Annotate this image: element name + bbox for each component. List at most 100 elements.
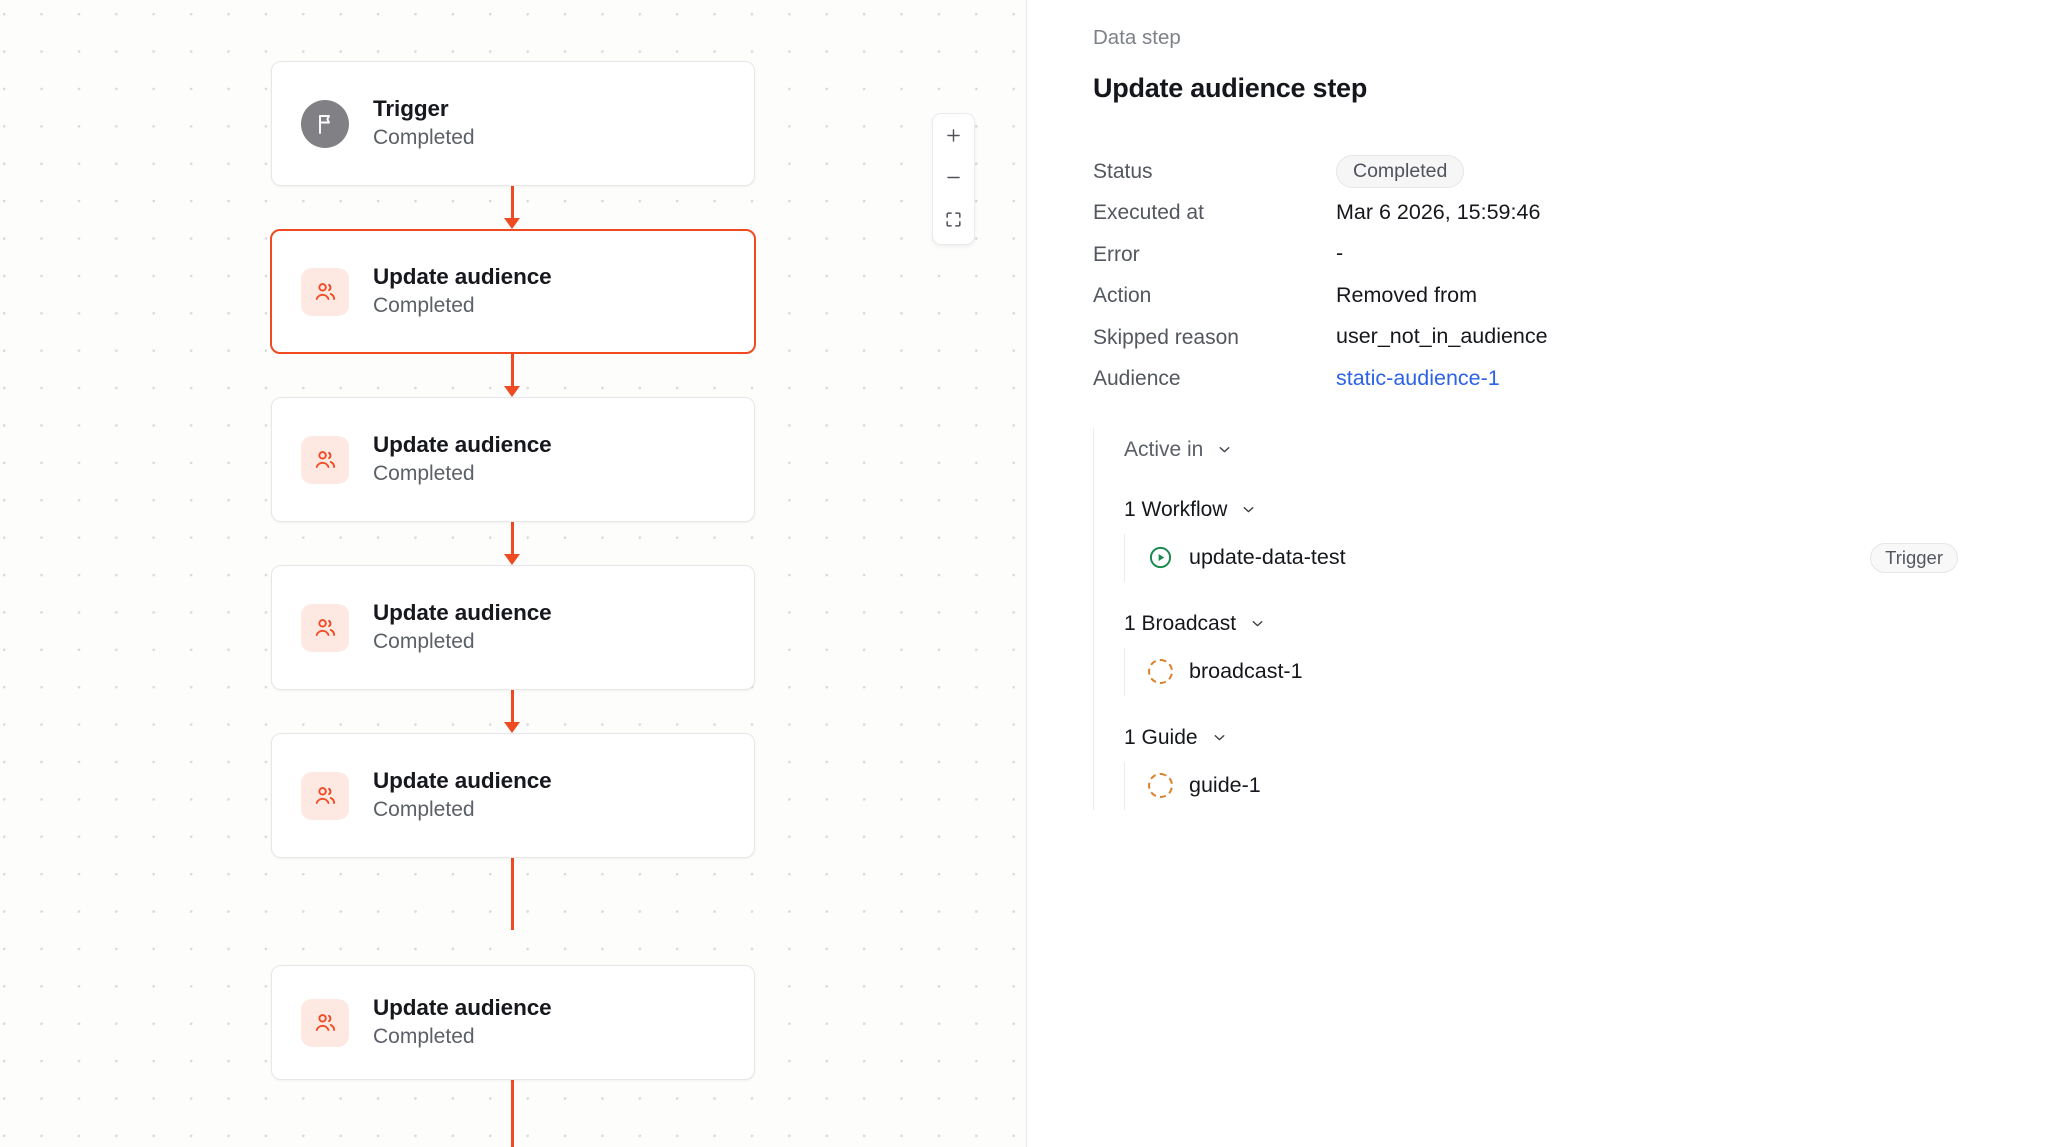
panel-divider — [1026, 0, 1027, 1147]
group-workflow: 1 Workflow — [1124, 494, 2008, 582]
panel-eyebrow: Data step — [1093, 26, 1181, 49]
group-workflow-toggle[interactable]: 1 Workflow — [1124, 494, 2008, 526]
play-circle-icon — [1148, 545, 1173, 570]
detail-value: Mar 6 2026, 15:59:46 — [1336, 199, 1541, 224]
chevron-down-icon — [1249, 615, 1266, 632]
node-title: Update audience — [373, 995, 552, 1021]
group-label: 1 Broadcast — [1124, 611, 1237, 635]
active-in-section: Active in 1 Workflow — [1093, 427, 2008, 810]
detail-row-error: Error - — [1093, 234, 2008, 276]
node-icon-wrap — [301, 99, 349, 148]
workflow-node-update-audience-3[interactable]: Update audience Completed — [271, 565, 755, 690]
node-text: Update audience Completed — [373, 264, 552, 318]
node-status: Completed — [373, 798, 475, 822]
node-icon-wrap — [301, 267, 349, 316]
flag-icon — [301, 99, 349, 148]
node-title: Update audience — [373, 768, 552, 794]
group-label: 1 Workflow — [1124, 497, 1228, 521]
detail-label: Status — [1093, 159, 1153, 183]
node-status: Completed — [373, 294, 475, 318]
workflow-node-update-audience-4[interactable]: Update audience Completed — [271, 733, 755, 858]
connector-2 — [511, 326, 514, 390]
group-guide-toggle[interactable]: 1 Guide — [1124, 722, 2008, 754]
fit-view-button[interactable] — [937, 204, 971, 234]
node-text: Trigger Completed — [373, 96, 475, 150]
connector-1 — [511, 158, 514, 222]
connector-arrowhead-3 — [504, 554, 520, 565]
node-icon-wrap — [301, 435, 349, 484]
detail-value: user_not_in_audience — [1336, 324, 1548, 349]
connector-3 — [511, 494, 514, 558]
detail-label: Audience — [1093, 367, 1181, 391]
active-in-label: Active in — [1124, 437, 1204, 461]
node-text: Update audience Completed — [373, 768, 552, 822]
group-broadcast-items: broadcast-1 — [1124, 647, 2008, 696]
zoom-out-button[interactable] — [937, 162, 971, 192]
people-icon — [301, 998, 349, 1047]
audience-link[interactable]: static-audience-1 — [1336, 365, 1500, 390]
canvas-zoom-controls[interactable] — [932, 113, 975, 245]
connector-arrowhead-1 — [504, 218, 520, 229]
node-icon-wrap — [301, 998, 349, 1047]
node-title: Trigger — [373, 96, 449, 122]
node-status: Completed — [373, 630, 475, 654]
detail-value: Removed from — [1336, 282, 1477, 307]
chevron-down-icon — [1216, 441, 1233, 458]
node-text: Update audience Completed — [373, 995, 552, 1049]
list-item[interactable]: update-data-test Trigger — [1148, 534, 2008, 582]
group-broadcast: 1 Broadcast broadcast-1 — [1124, 608, 2008, 696]
group-guide: 1 Guide guide-1 — [1124, 722, 2008, 810]
node-icon-wrap — [301, 603, 349, 652]
node-title: Update audience — [373, 432, 552, 458]
detail-label: Executed at — [1093, 201, 1204, 225]
zoom-in-button[interactable] — [937, 120, 971, 150]
connector-arrowhead-2 — [504, 386, 520, 397]
draft-circle-icon — [1148, 659, 1173, 685]
step-details-panel: Data step Update audience step Status Co… — [1027, 0, 2048, 1147]
node-text: Update audience Completed — [373, 432, 552, 486]
workflow-node-update-audience-2[interactable]: Update audience Completed — [271, 397, 755, 522]
connector-arrowhead-4 — [504, 722, 520, 733]
detail-row-audience: Audience static-audience-1 — [1093, 358, 2008, 400]
group-label: 1 Guide — [1124, 725, 1198, 749]
list-item-label: broadcast-1 — [1189, 659, 1303, 684]
detail-row-executed-at: Executed at Mar 6 2026, 15:59:46 — [1093, 192, 2008, 234]
active-in-toggle[interactable]: Active in — [1124, 432, 2008, 468]
connector-5 — [511, 830, 514, 930]
workflow-canvas[interactable]: Trigger Completed Update audience Comple — [0, 0, 1027, 1147]
connector-6 — [511, 1076, 514, 1147]
detail-row-skipped-reason: Skipped reason user_not_in_audience — [1093, 317, 2008, 359]
node-status: Completed — [373, 126, 475, 150]
detail-label: Action — [1093, 284, 1152, 308]
node-status: Completed — [373, 462, 475, 486]
list-item-label: guide-1 — [1189, 773, 1261, 798]
detail-row-status: Status Completed — [1093, 151, 2008, 193]
workflow-node-next-partial[interactable]: Update audience Completed — [271, 965, 755, 1080]
detail-label: Error — [1093, 242, 1140, 266]
people-icon — [301, 603, 349, 652]
connector-4 — [511, 662, 514, 726]
detail-label: Skipped reason — [1093, 325, 1239, 349]
detail-row-action: Action Removed from — [1093, 275, 2008, 317]
page-title: Update audience step — [1093, 72, 1368, 103]
list-item-label: update-data-test — [1189, 545, 1346, 570]
status-badge: Completed — [1336, 154, 1465, 188]
group-broadcast-toggle[interactable]: 1 Broadcast — [1124, 608, 2008, 640]
node-title: Update audience — [373, 600, 552, 626]
people-icon — [301, 267, 349, 316]
list-item[interactable]: broadcast-1 — [1148, 648, 2008, 696]
node-icon-wrap — [301, 771, 349, 820]
people-icon — [301, 771, 349, 820]
detail-rows: Status Completed Executed at Mar 6 2026,… — [1093, 151, 2008, 400]
workflow-node-update-audience-1[interactable]: Update audience Completed — [270, 229, 756, 354]
chevron-down-icon — [1211, 729, 1228, 746]
chevron-down-icon — [1240, 501, 1257, 518]
detail-value: - — [1336, 241, 1344, 266]
draft-circle-icon — [1148, 773, 1173, 799]
people-icon — [301, 435, 349, 484]
list-item[interactable]: guide-1 — [1148, 762, 2008, 810]
workflow-node-trigger[interactable]: Trigger Completed — [271, 61, 755, 186]
node-status: Completed — [373, 1025, 475, 1049]
node-title: Update audience — [373, 264, 552, 290]
